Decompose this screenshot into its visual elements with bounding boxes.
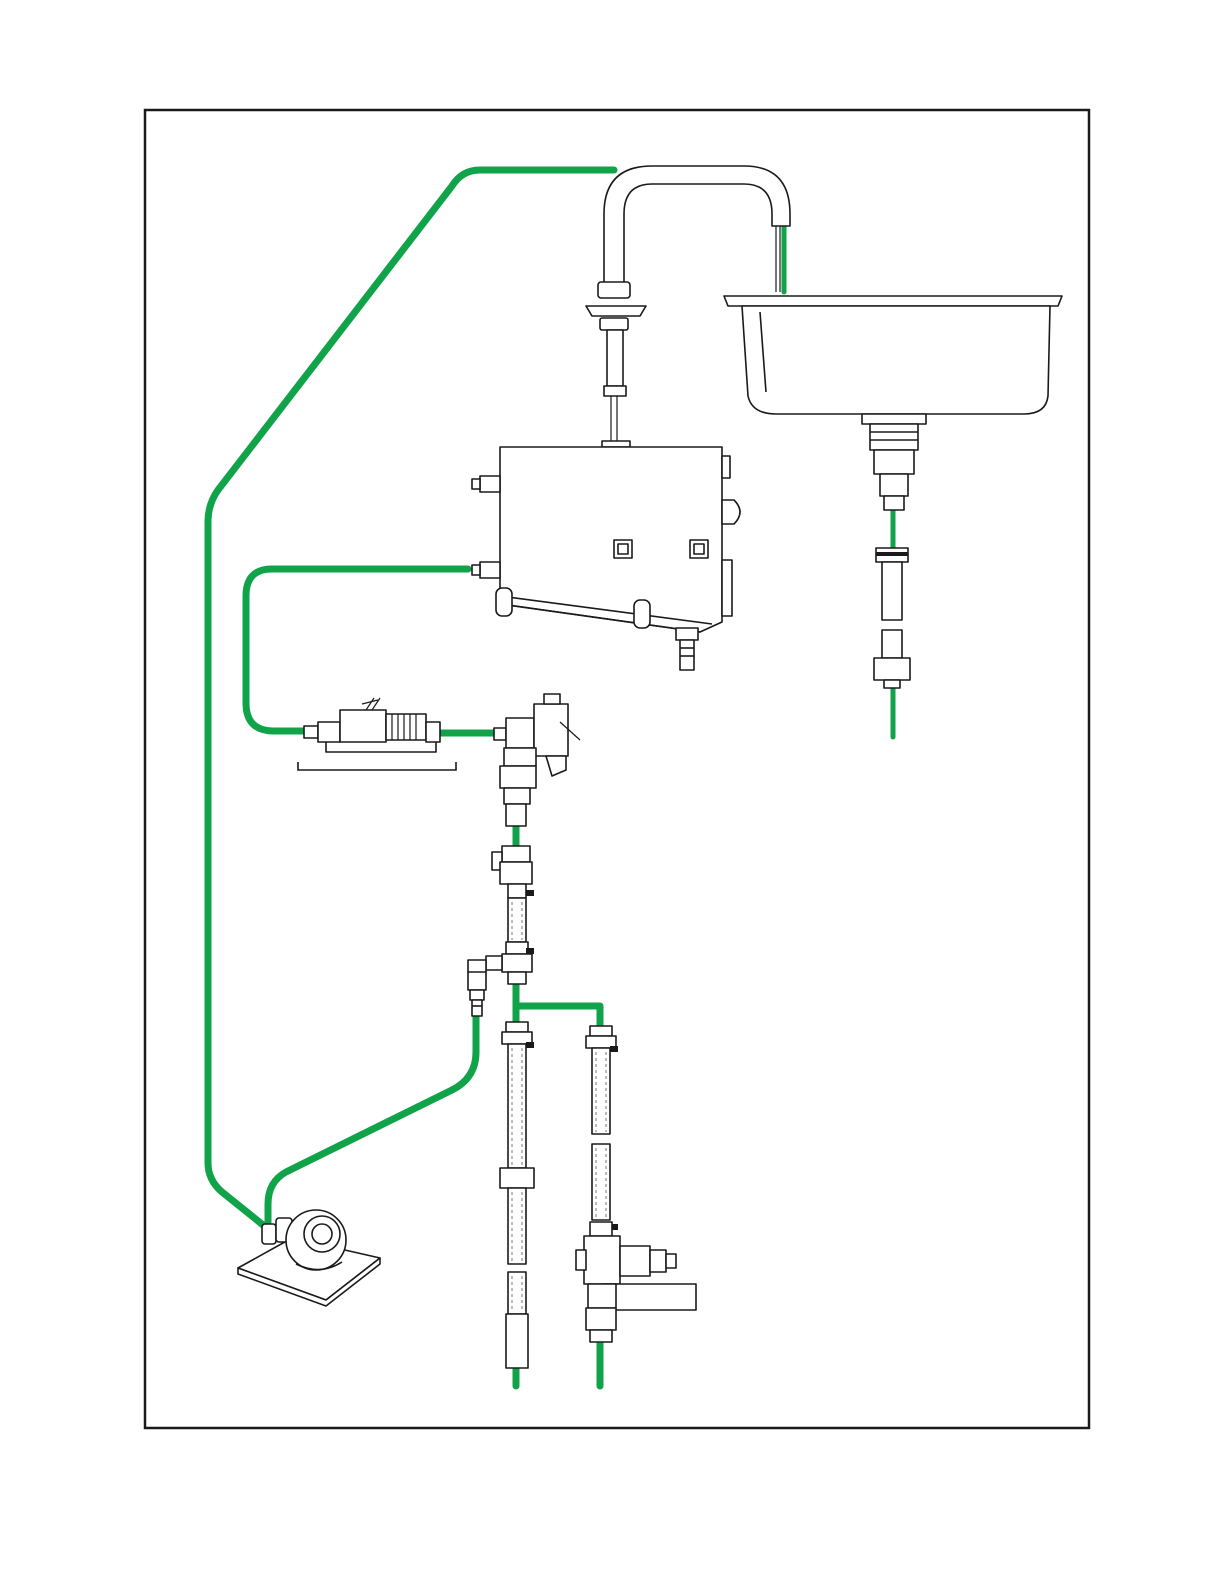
tube-box-to-solenoid <box>246 569 468 731</box>
sink-icon <box>724 296 1062 414</box>
tube-tee-split <box>516 985 600 1026</box>
flex-hose-icon <box>500 1022 534 1368</box>
control-module-icon <box>472 441 740 670</box>
drain-fitting-icon <box>862 414 926 688</box>
flex-hose-icon <box>586 1026 618 1230</box>
angle-valve-icon <box>494 694 580 826</box>
solenoid-valve-icon <box>298 698 456 770</box>
tube-tee-to-pump <box>268 1015 476 1222</box>
thermostatic-valve-icon <box>576 1222 696 1342</box>
check-valve-icon <box>492 846 534 942</box>
